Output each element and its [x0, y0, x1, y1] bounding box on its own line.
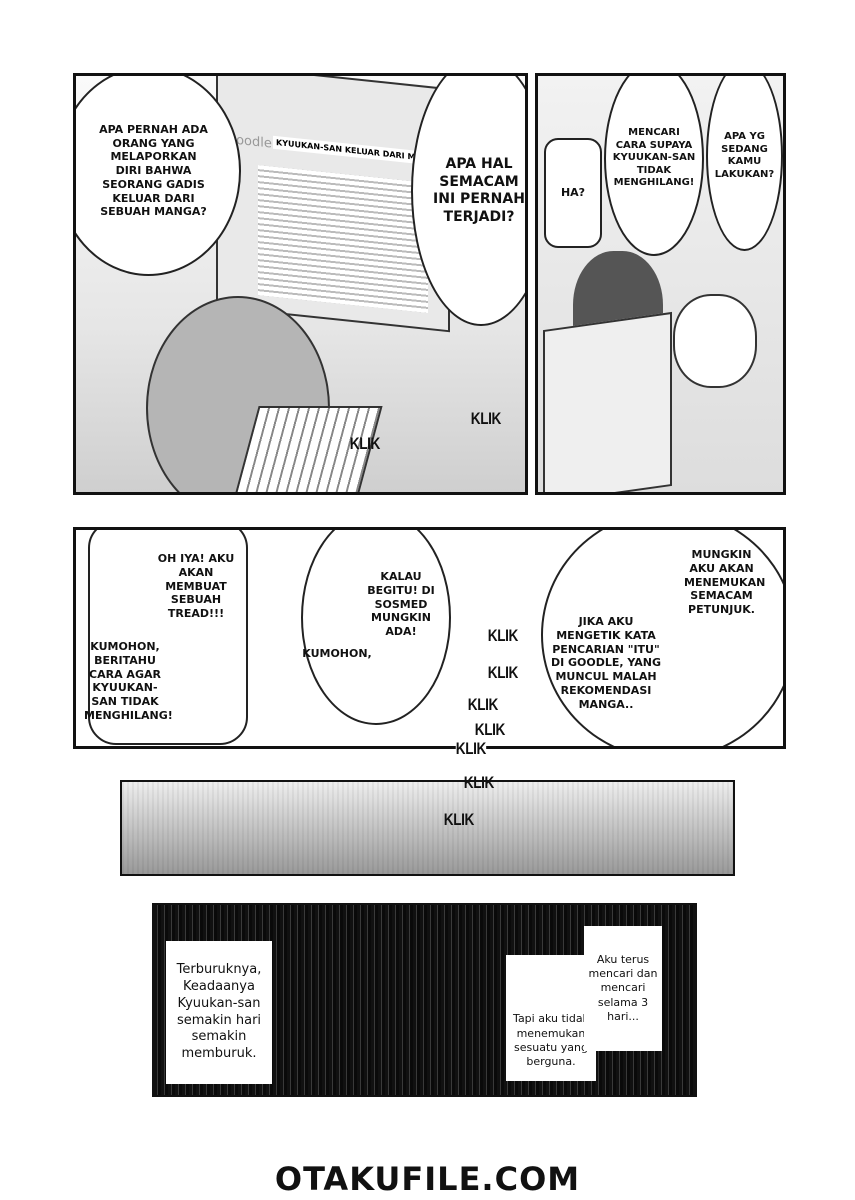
sound-effect: KLIK — [470, 409, 502, 428]
caption-box: Tapi aku tidak menemukan sesuatu yang be… — [506, 955, 596, 1081]
bubble-text: JIKA AKU MENGETIK KATA PENCARIAN "ITU" D… — [550, 615, 662, 711]
watermark: OTAKUFILE.COM — [274, 1160, 581, 1198]
speech-bubble: MENCARI CARA SUPAYA KYUUKAN-SAN TIDAK ME… — [604, 76, 704, 256]
panel-2: HA? MENCARI CARA SUPAYA KYUUKAN-SAN TIDA… — [535, 73, 786, 495]
speech-bubble: APA HAL SEMACAM INI PERNAH TERJADI? — [411, 76, 525, 326]
caption-box: Terburuknya, Keadaanya Kyuukan-san semak… — [166, 941, 272, 1084]
boy-head-2 — [673, 294, 757, 388]
bubble-text: KUMOHON, — [302, 647, 372, 660]
speech-bubble: APA PERNAH ADA ORANG YANG MELAPORKAN DIR… — [76, 76, 241, 276]
speech-bubble — [541, 530, 783, 746]
speech-bubble — [301, 530, 451, 725]
bubble-text: OH IYA! AKU AKAN MEMBUAT SEBUAH TREAD!!! — [157, 552, 235, 620]
sound-effect: KLIK — [474, 720, 506, 739]
caption-box: Aku terus mencari dan mencari selama 3 h… — [584, 926, 662, 1051]
sound-effect: KLIK — [349, 434, 381, 453]
sound-effect: KLIK — [467, 695, 499, 714]
panel-1: Goodle KYUUKAN-SAN KELUAR DARI MANGA APA… — [73, 73, 528, 495]
speech-bubble — [88, 530, 248, 745]
computer-monitor — [543, 311, 672, 492]
panel-4 — [120, 780, 735, 876]
sound-effect: KLIK — [487, 626, 519, 645]
panel-3: OH IYA! AKU AKAN MEMBUAT SEBUAH TREAD!!!… — [73, 527, 786, 749]
speech-bubble: HA? — [544, 138, 602, 248]
sound-effect: KLIK — [443, 810, 475, 829]
bubble-text: MUNGKIN AKU AKAN MENEMUKAN SEMACAM PETUN… — [684, 548, 766, 616]
bubble-text: KUMOHON, BERITAHU CARA AGAR KYUUKAN-SAN … — [84, 640, 173, 722]
sound-effect: KLIK — [463, 773, 495, 792]
sound-effect: KLIK — [455, 739, 486, 759]
sound-effect: KLIK — [487, 663, 519, 682]
panel-5: Terburuknya, Keadaanya Kyuukan-san semak… — [152, 903, 697, 1097]
search-results — [258, 165, 428, 313]
bubble-text: KALAU BEGITU! DI SOSMED MUNGKIN ADA! — [367, 570, 435, 638]
speech-bubble: APA YG SEDANG KAMU LAKUKAN? — [706, 76, 783, 251]
